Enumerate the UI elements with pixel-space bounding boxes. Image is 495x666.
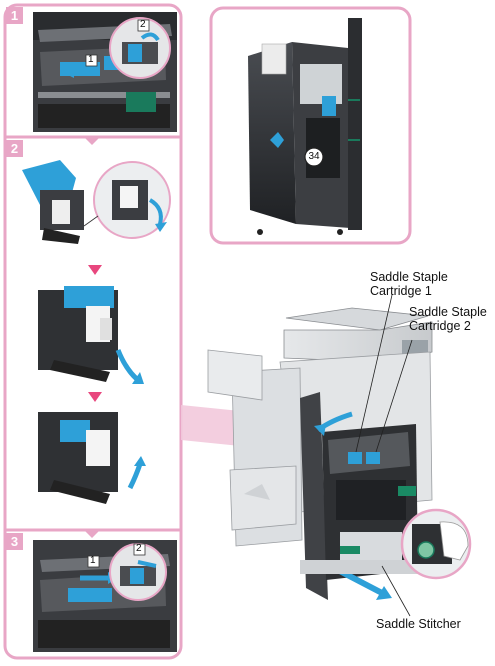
main-machine-illustration	[207, 307, 433, 600]
step-2-number: 2	[6, 140, 23, 157]
step-3-sub-label-1: 1	[90, 555, 96, 566]
step-3-sub-label-2: 2	[136, 543, 142, 554]
callout-cartridge-1-line1: Saddle Staple	[370, 270, 448, 284]
steps-frame	[3, 3, 183, 660]
location-frame	[209, 6, 412, 245]
location-badge: 34	[308, 151, 320, 162]
step3-illustration	[33, 540, 177, 652]
step-1-sub-label-2: 2	[140, 19, 146, 30]
callout-cartridge-1-line2: Cartridge 1	[370, 284, 432, 298]
step-1-number: 1	[6, 7, 23, 24]
finisher-location-illustration	[248, 18, 362, 235]
callout-saddle-stitcher: Saddle Stitcher	[376, 617, 461, 631]
callout-cartridge-2-line2: Cartridge 2	[409, 319, 471, 333]
callout-cartridge-2-line1: Saddle Staple	[409, 305, 487, 319]
step-1-sub-label-1: 1	[88, 54, 94, 65]
step-3-number: 3	[6, 533, 23, 550]
step2-illustration	[22, 160, 171, 504]
step1-illustration	[33, 12, 177, 132]
